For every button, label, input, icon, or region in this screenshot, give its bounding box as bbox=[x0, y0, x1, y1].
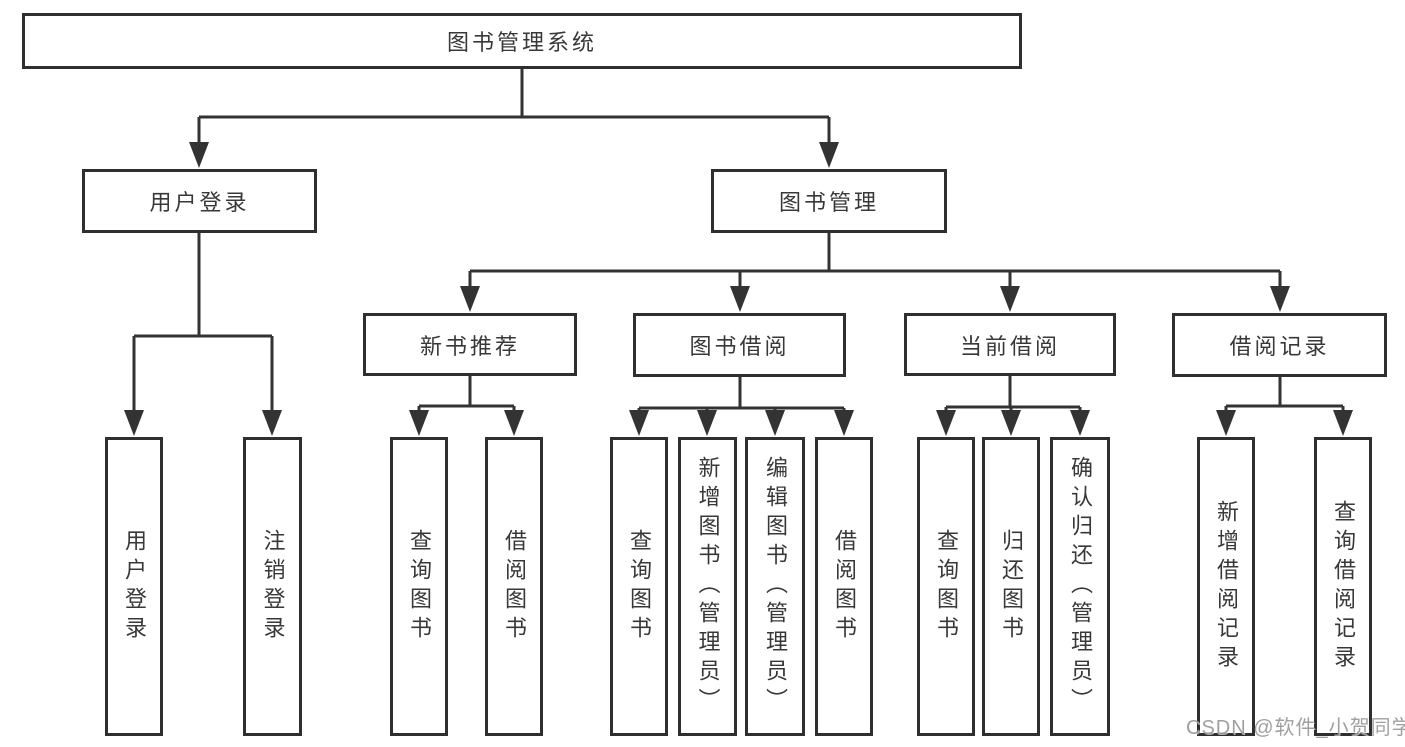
leaf-logout: 注销登录 bbox=[243, 437, 302, 736]
node-user-login: 用户登录 bbox=[82, 169, 317, 233]
leaf-user-login: 用户登录 bbox=[105, 437, 163, 736]
node-root: 图书管理系统 bbox=[22, 13, 1022, 69]
leaf-edit-books-admin: 编辑图书（管理员） bbox=[745, 437, 805, 736]
leaf-borrow-books-2: 借阅图书 bbox=[815, 437, 873, 736]
leaf-query-books-3: 查询图书 bbox=[917, 437, 975, 736]
connector-user-login bbox=[132, 233, 274, 412]
leaf-query-borrow-record: 查询借阅记录 bbox=[1314, 437, 1372, 736]
node-book-management: 图书管理 bbox=[711, 169, 947, 233]
leaf-borrow-books-1: 借阅图书 bbox=[485, 437, 543, 736]
connector-book-borrow bbox=[637, 377, 846, 413]
node-book-borrow: 图书借阅 bbox=[633, 313, 846, 377]
node-borrow-records: 借阅记录 bbox=[1172, 313, 1387, 377]
connector-root bbox=[197, 69, 831, 144]
connector-borrow-records bbox=[1224, 377, 1345, 413]
leaf-return-books: 归还图书 bbox=[982, 437, 1040, 736]
node-current-borrow: 当前借阅 bbox=[904, 313, 1116, 376]
connector-new-books bbox=[417, 376, 516, 413]
leaf-add-books-admin: 新增图书（管理员） bbox=[678, 437, 737, 736]
connector-book-management bbox=[468, 233, 1282, 290]
connector-current-borrow bbox=[944, 376, 1082, 413]
leaf-query-books-2: 查询图书 bbox=[610, 437, 668, 736]
leaf-query-books-1: 查询图书 bbox=[390, 437, 448, 736]
node-new-books: 新书推荐 bbox=[363, 313, 577, 376]
leaf-confirm-return-admin: 确认归还（管理员） bbox=[1050, 437, 1110, 736]
csdn-watermark: CSDN @软件_小贺同学 bbox=[1186, 717, 1405, 739]
leaf-add-borrow-record: 新增借阅记录 bbox=[1197, 437, 1255, 736]
